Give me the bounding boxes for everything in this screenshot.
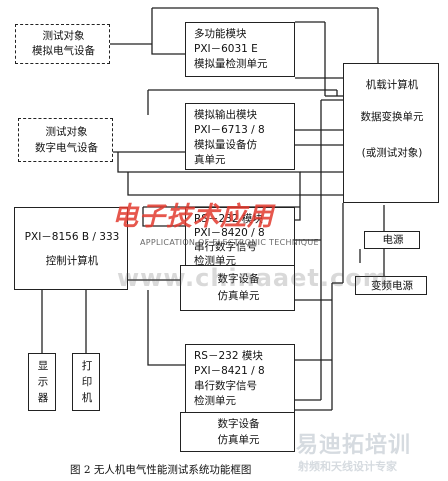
node-label-line-3: 器 <box>37 392 49 404</box>
watermark-school-sub: 射频和天线设计专家 <box>298 460 397 473</box>
node-power: 电源 <box>364 231 420 249</box>
node-label-line-2: 数据变换单元 <box>360 111 424 123</box>
watermark-school: 易迪拓培训 <box>296 433 412 458</box>
node-label-line-4: 真单元 <box>194 154 226 166</box>
node-label-line-1: 测试对象 <box>42 30 85 42</box>
node-onboard-computer: 机载计算机 数据变换单元 (或测试对象) <box>343 63 439 203</box>
node-label-line-3: 模拟量设备仿 <box>194 139 257 151</box>
node-label-line-4: 检测单元 <box>194 395 236 407</box>
watermark-brand-en: APPLICATION OF ELECTRONIC TECHNIQUE <box>140 238 319 247</box>
node-label-line-3: 机 <box>81 392 93 404</box>
node-label-line-1: 打 <box>81 360 93 372</box>
node-label-line-2: PXI－6713 / 8 <box>194 124 265 136</box>
node-label-line-3: (或测试对象) <box>361 147 423 159</box>
node-label-line-2: 模拟电气设备 <box>32 45 95 57</box>
node-label-line-1: 机载计算机 <box>365 79 419 91</box>
node-label-line-2: 仿真单元 <box>217 434 260 446</box>
node-label-line-1: 变频电源 <box>371 280 413 292</box>
watermark-brand: 电子技术应用 <box>112 202 275 232</box>
node-label-line-3: 串行数字信号 <box>194 241 257 253</box>
node-label-line-2: PXI－8420 / 8 <box>194 227 265 239</box>
node-label-line-3: 串行数字信号 <box>194 380 257 392</box>
node-label-line-1: PXI－8156 B / 333 <box>24 231 120 243</box>
node-label-line-1: 测试对象 <box>45 126 88 138</box>
figure-caption: 图 2 无人机电气性能测试系统功能框图 <box>70 464 252 476</box>
node-label-line-2: 控制计算机 <box>45 255 99 267</box>
node-label-line-1: 数字设备 <box>217 273 260 285</box>
watermark-site: www.chinaaet.com <box>117 264 389 292</box>
node-label-line-2: 印 <box>81 376 93 388</box>
node-label-line-1: 数字设备 <box>217 418 260 430</box>
node-test-object-analog: 测试对象 模拟电气设备 <box>15 24 110 64</box>
node-vf-power: 变频电源 <box>355 276 427 295</box>
node-pxi-6031e: 多功能模块 PXI－6031 E 模拟量检测单元 <box>185 22 295 77</box>
node-label-line-1: RS－232 模块 <box>194 213 263 225</box>
node-label-line-1: 模拟输出模块 <box>194 109 257 121</box>
node-pxi-8156b-control-computer: PXI－8156 B / 333 控制计算机 <box>14 207 128 290</box>
node-test-object-digital: 测试对象 数字电气设备 <box>18 118 113 162</box>
node-pxi-6713: 模拟输出模块 PXI－6713 / 8 模拟量设备仿 真单元 <box>185 103 295 170</box>
node-printer: 打 印 机 <box>72 353 100 411</box>
node-label-line-1: 显 <box>37 360 49 372</box>
node-digital-sim-unit-a: 数字设备 仿真单元 <box>180 265 295 311</box>
node-label-line-1: 电源 <box>382 234 404 246</box>
node-label-line-3: 模拟量检测单元 <box>194 58 268 70</box>
node-label-line-1: RS－232 模块 <box>194 350 263 362</box>
node-label-line-2: 仿真单元 <box>217 290 260 302</box>
node-label-line-2: PXI－6031 E <box>194 43 258 55</box>
node-digital-sim-unit-b: 数字设备 仿真单元 <box>180 412 295 452</box>
node-label-line-1: 多功能模块 <box>194 28 247 40</box>
node-label-line-2: 数字电气设备 <box>35 142 98 154</box>
node-display: 显 示 器 <box>28 353 56 411</box>
node-label-line-4: 检测单元 <box>194 255 236 267</box>
node-label-line-2: 示 <box>37 376 49 388</box>
node-label-line-2: PXI－8421 / 8 <box>194 365 265 377</box>
